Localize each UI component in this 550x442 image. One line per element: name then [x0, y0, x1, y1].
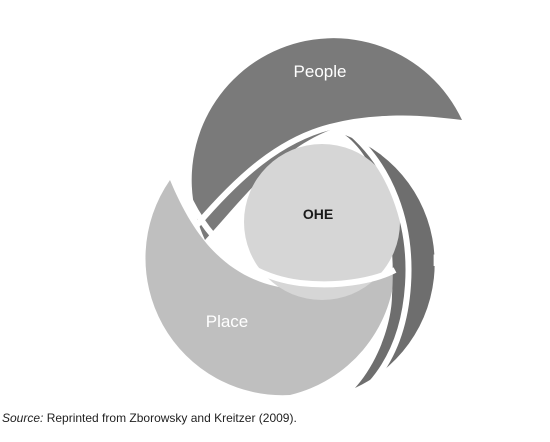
- divider-arc: [343, 125, 412, 393]
- divider-arc: [194, 115, 463, 227]
- source-caption: Source: Reprinted from Zborowsky and Kre…: [2, 411, 297, 425]
- source-text: Reprinted from Zborowsky and Kreitzer (2…: [43, 411, 297, 425]
- divider-arc: [175, 169, 397, 288]
- center-label: OHE: [303, 206, 333, 222]
- process-label: Process: [432, 251, 493, 270]
- place-segment: [145, 180, 395, 396]
- ohe-center: [244, 144, 400, 300]
- source-label: Source:: [2, 411, 44, 425]
- people-label: People: [294, 62, 347, 81]
- process-segment: [345, 135, 435, 388]
- people-segment: [191, 38, 462, 240]
- place-label: Place: [206, 312, 249, 331]
